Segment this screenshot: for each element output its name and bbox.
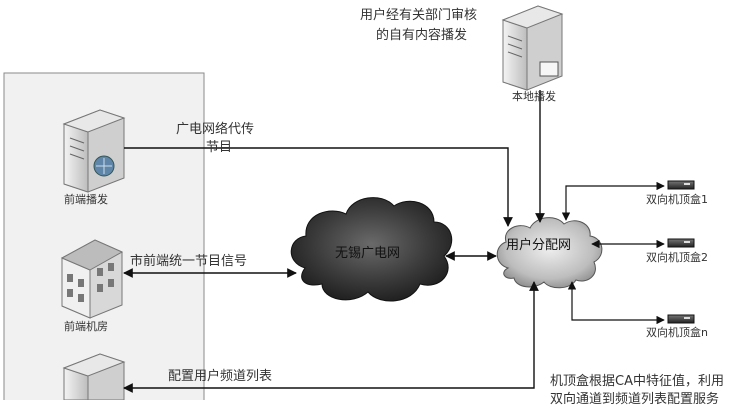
local-content-caption-line1: 用户经有关部门审核: [360, 8, 478, 23]
local-content-caption-line2: 的自有内容播发: [376, 28, 468, 43]
set-top-box-2-icon: [667, 238, 695, 248]
local-broadcast-label: 本地播发: [512, 90, 556, 103]
set-top-box-n-label: 双向机顶盒n: [646, 326, 708, 339]
signal-label: 市前端统一节目信号: [130, 254, 248, 269]
stb1-link-arrow: [561, 181, 665, 221]
set-top-box-1-icon: [667, 180, 695, 190]
channel-list-arrow: [123, 281, 539, 393]
frontend-building-icon: [60, 239, 124, 319]
channel-config-server-icon: [62, 353, 126, 400]
broadcast-label-line2: 节目: [206, 140, 233, 155]
channel-list-label: 配置用户频道列表: [168, 369, 273, 384]
stbn-link-arrow: [567, 281, 665, 325]
frontend-building-label: 前端机房: [64, 320, 108, 333]
bottom-note-line2: 双向通道到频道列表配置服务: [550, 392, 720, 407]
bottom-note-line1: 机顶盒根据CA中特征值，利用: [550, 374, 724, 389]
set-top-box-1-label: 双向机顶盒1: [646, 193, 708, 206]
broadcast-label-line1: 广电网络代传: [176, 122, 255, 137]
user-distribution-label: 用户分配网: [506, 238, 572, 253]
broadcast-link-arrow: [124, 147, 513, 227]
set-top-box-2-label: 双向机顶盒2: [646, 251, 708, 264]
frontend-server-label: 前端播发: [64, 193, 108, 206]
local-broadcast-server-icon: [501, 5, 564, 91]
frontend-server-icon: [62, 109, 126, 193]
set-top-box-n-icon: [667, 314, 695, 324]
wuxi-cable-network-label: 无锡广电网: [335, 246, 401, 261]
